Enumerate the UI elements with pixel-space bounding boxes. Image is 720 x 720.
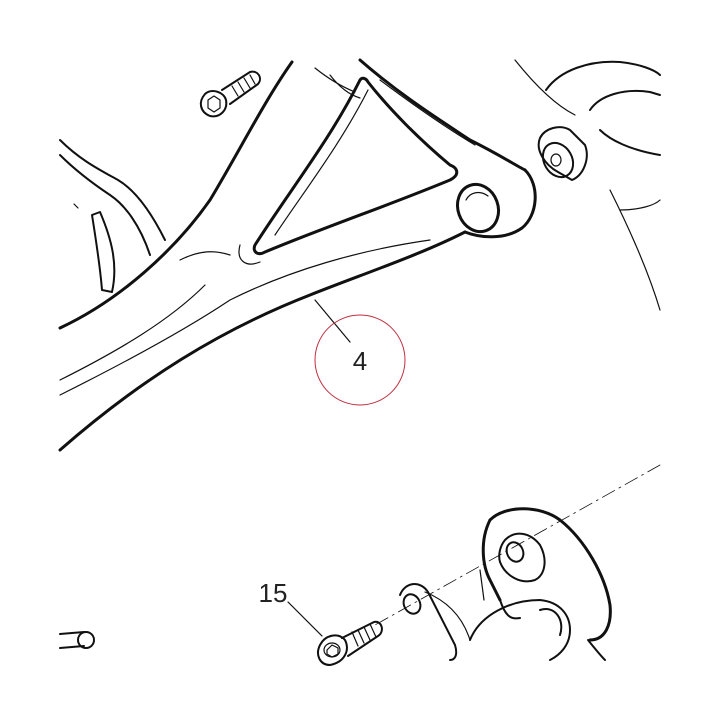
footpeg-mount-bracket: [399, 507, 612, 661]
footrest-bracket-part-4: [58, 58, 537, 452]
frame-right-part: [514, 59, 661, 311]
highlight-circle: [314, 314, 406, 406]
callout-4: 4: [314, 299, 406, 406]
assembly-centerline: [374, 464, 661, 626]
frame-left-part: [59, 139, 166, 293]
top-bolt: [199, 70, 261, 118]
callout-label-15: 15: [259, 578, 288, 608]
bolt-part-15: 15: [259, 578, 383, 666]
spacer-bushing: [537, 126, 588, 181]
callout-label-4: 4: [353, 346, 367, 376]
pin-part: [59, 631, 95, 649]
